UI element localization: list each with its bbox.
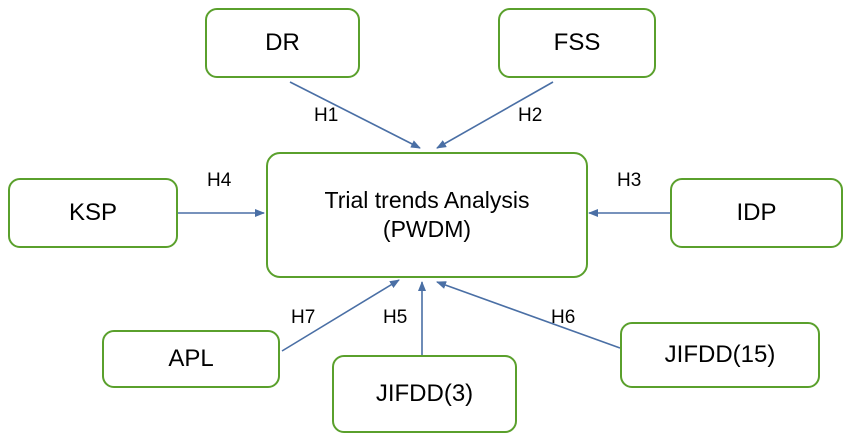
- edge-label-h4: H4: [207, 170, 232, 191]
- edge-label-h6: H6: [551, 307, 576, 328]
- node-center-line1: Trial trends Analysis: [324, 187, 530, 214]
- node-apl[interactable]: APL: [102, 330, 280, 388]
- node-fss-label: FSS: [553, 29, 601, 56]
- node-center-line2: (PWDM): [382, 216, 472, 242]
- edge-label-h1: H1: [314, 105, 339, 126]
- arrow-h2: [436, 81, 554, 149]
- node-ksp-label: KSP: [68, 199, 118, 226]
- arrow-h7: [281, 279, 400, 352]
- node-fss[interactable]: FSS: [498, 8, 656, 78]
- edge-label-h7: H7: [291, 307, 316, 328]
- node-dr-label: DR: [265, 29, 300, 56]
- node-jifdd3[interactable]: JIFDD(3): [332, 355, 517, 433]
- node-jifdd15[interactable]: JIFDD(15): [620, 322, 820, 388]
- edge-label-h3: H3: [617, 170, 642, 191]
- arrow-h6: [436, 281, 621, 349]
- edge-label-h5: H5: [383, 307, 408, 328]
- node-idp[interactable]: IDP: [670, 178, 843, 248]
- node-apl-label: APL: [168, 345, 214, 372]
- node-ksp[interactable]: KSP: [8, 178, 178, 248]
- node-center[interactable]: Trial trends Analysis (PWDM): [266, 152, 588, 278]
- edge-label-h2: H2: [518, 105, 543, 126]
- node-idp-label: IDP: [736, 199, 777, 226]
- node-jifdd3-label: JIFDD(3): [375, 380, 474, 407]
- node-jifdd15-label: JIFDD(15): [664, 341, 776, 368]
- node-dr[interactable]: DR: [205, 8, 360, 78]
- arrow-h1: [289, 81, 421, 149]
